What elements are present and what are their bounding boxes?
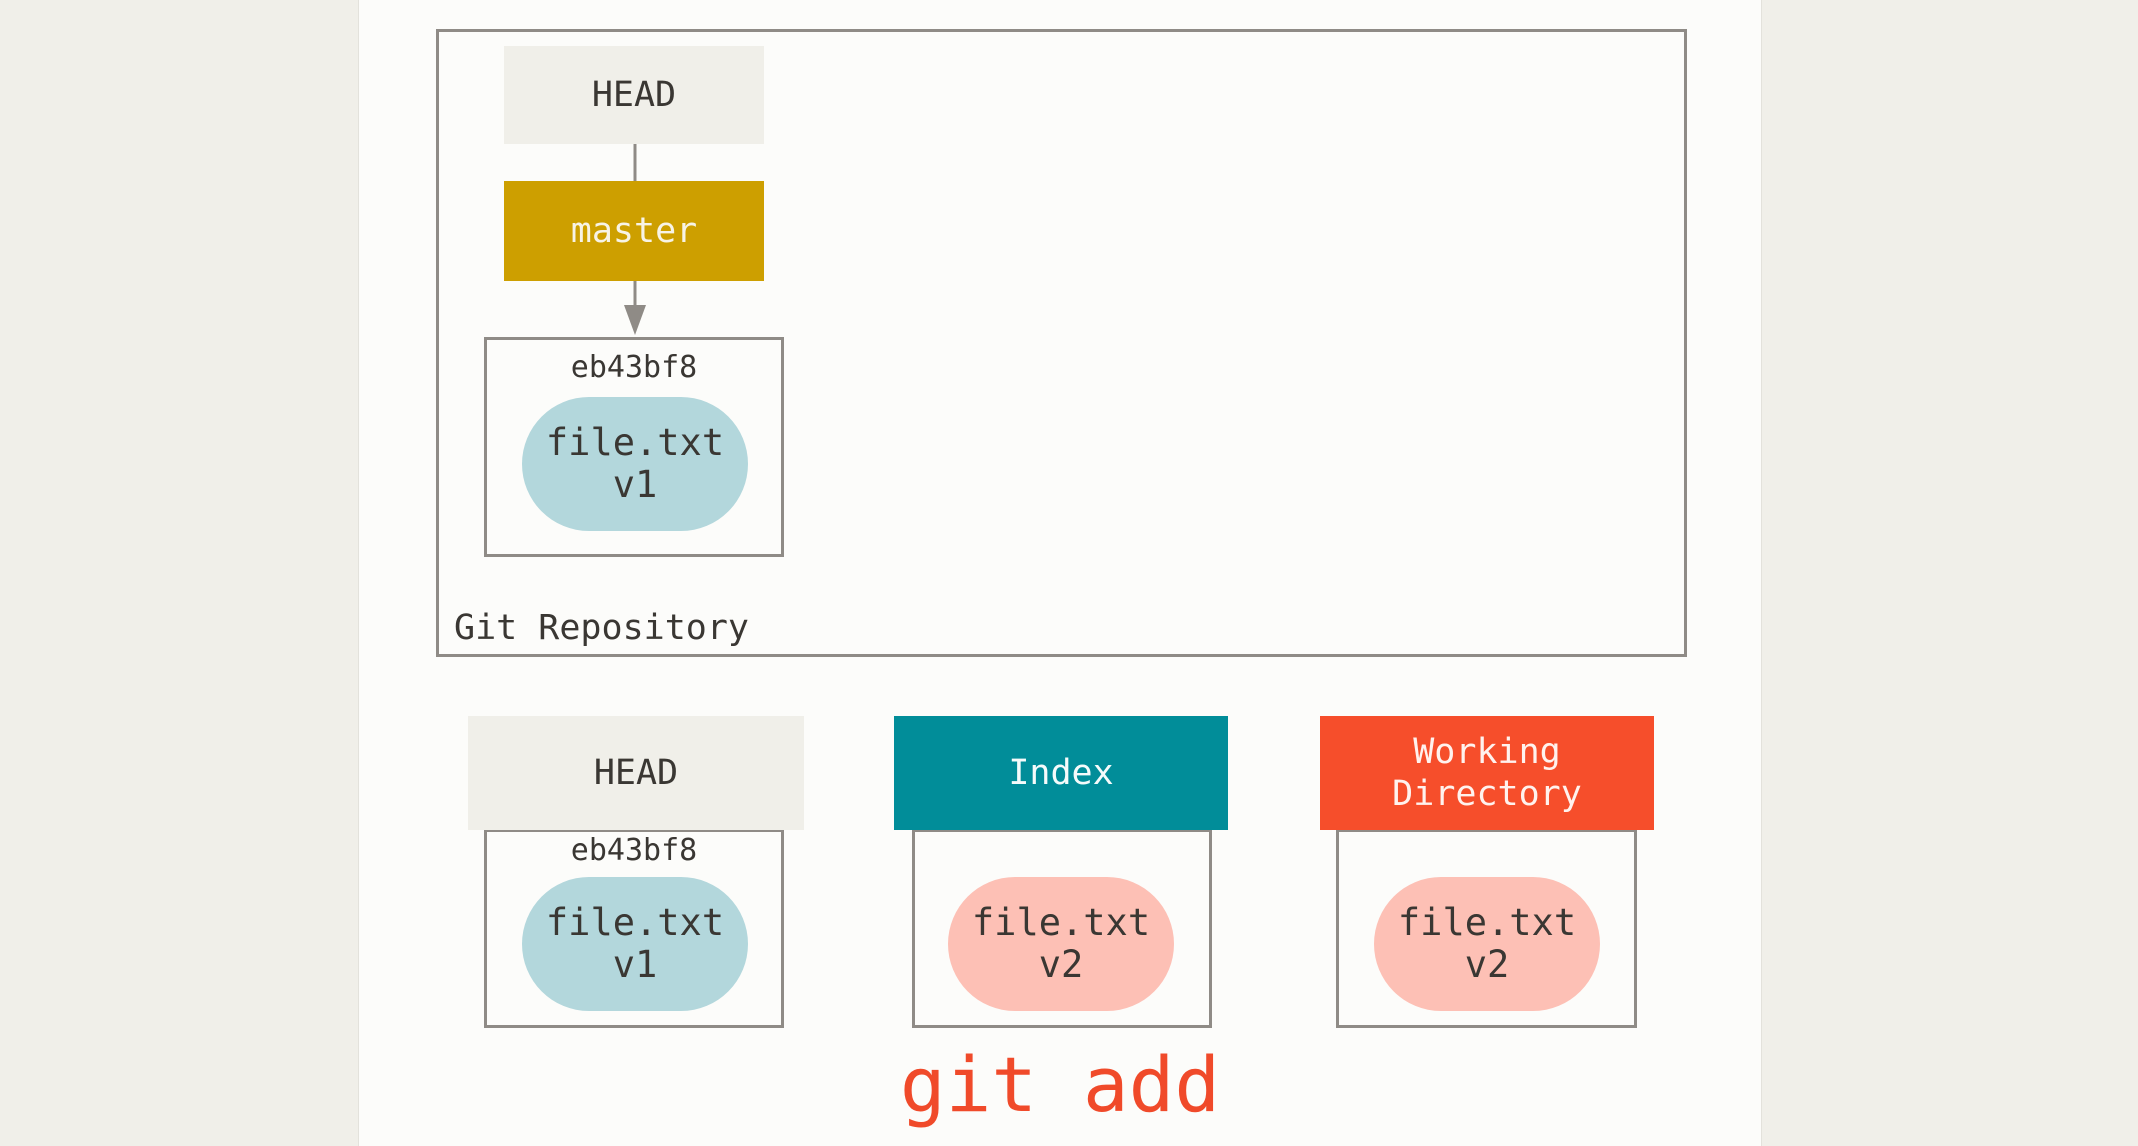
- repo-commit-box: [484, 337, 784, 557]
- blob-name: file.txt: [545, 901, 725, 944]
- working-directory-tree-label: Working Directory: [1320, 716, 1654, 830]
- blob-version: v1: [612, 943, 658, 986]
- working-directory-tree-box: [1336, 829, 1637, 1028]
- blob-version: v2: [1464, 943, 1510, 986]
- repo-commit-sha: eb43bf8: [570, 350, 698, 385]
- repo-head-ref: HEAD: [504, 46, 764, 144]
- head-tree-sha: eb43bf8: [570, 833, 698, 868]
- blob-version: v2: [1038, 943, 1084, 986]
- index-tree-box: [912, 829, 1212, 1028]
- git-command-caption: git add: [899, 1040, 1221, 1129]
- git-repository-label: Git Repository: [454, 608, 750, 648]
- head-tree-box: [484, 829, 784, 1028]
- blob-name: file.txt: [545, 421, 725, 464]
- index-tree-label: Index: [894, 716, 1228, 830]
- blob-version: v1: [612, 463, 658, 506]
- master-branch-ref: master: [504, 181, 764, 281]
- blob-name: file.txt: [1397, 901, 1577, 944]
- blob-name: file.txt: [971, 901, 1151, 944]
- head-tree-label: HEAD: [468, 716, 804, 830]
- git-repository-frame: [436, 29, 1687, 657]
- master-to-commit-arrowhead: [624, 305, 646, 335]
